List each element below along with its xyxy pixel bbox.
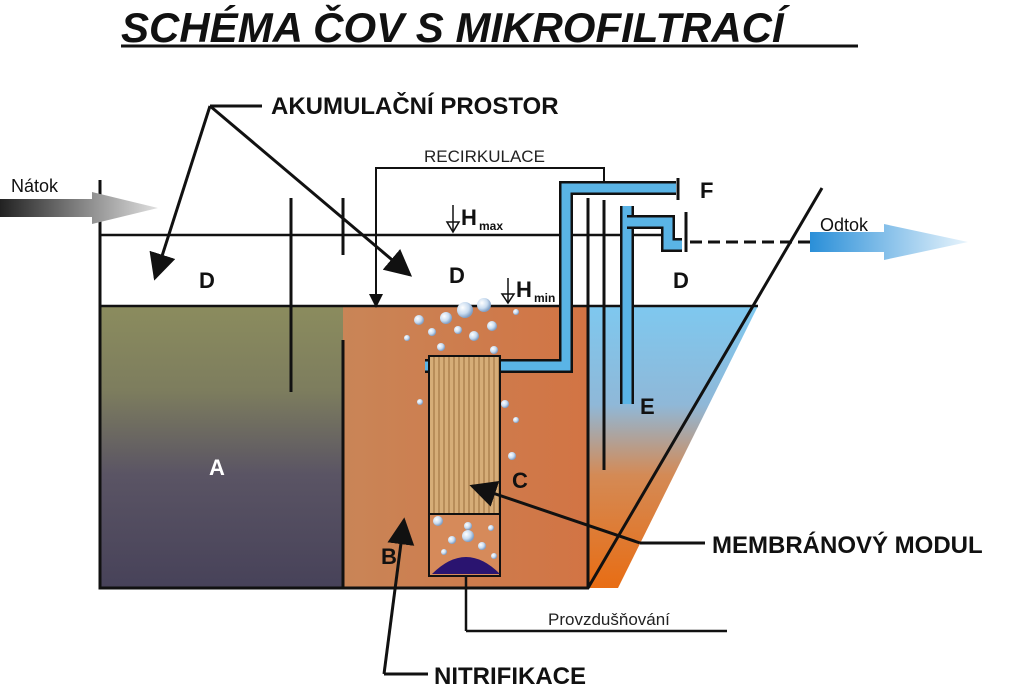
zone-d-middle: D	[449, 263, 465, 288]
pointer-akumulace-right	[209, 104, 413, 277]
recirculation-label: RECIRKULACE	[424, 147, 545, 166]
recirculation-arrow-head	[369, 294, 383, 308]
zone-a: A	[209, 455, 225, 480]
inflow-label: Nátok	[11, 176, 59, 196]
membrane-module	[428, 355, 501, 515]
zone-e: E	[640, 394, 655, 419]
air-bubbles	[404, 298, 519, 559]
zone-d-left: D	[199, 268, 215, 293]
level-marker-hmin: H min	[500, 277, 555, 305]
label-membranovy-modul: MEMBRÁNOVÝ MODUL	[712, 531, 983, 559]
recirculation-line	[375, 167, 605, 302]
svg-text:min: min	[534, 291, 555, 305]
diffuser	[432, 557, 500, 574]
outlet-elbow	[627, 217, 682, 250]
level-marker-hmax: H max	[445, 205, 503, 234]
zone-c: C	[512, 468, 528, 493]
zone-d-right: D	[673, 268, 689, 293]
svg-text:max: max	[479, 219, 503, 233]
label-nitrifikace: NITRIFIKACE	[434, 663, 586, 688]
pointer-membrane	[469, 481, 641, 545]
label-provzdusnovani: Provzdušňování	[548, 610, 670, 629]
page-title: SCHÉMA ČOV S MIKROFILTRACÍ	[121, 3, 790, 51]
zone-f: F	[700, 178, 713, 203]
pointer-akumulace-left	[149, 105, 212, 281]
label-akumulacni-prostor: AKUMULAČNÍ PROSTOR	[271, 92, 559, 120]
zone-b: B	[381, 544, 397, 569]
svg-text:H: H	[516, 277, 532, 302]
inflow-arrow	[0, 192, 158, 224]
svg-text:H: H	[461, 205, 477, 230]
outflow-arrow	[810, 224, 968, 260]
pointer-nitrifikace	[382, 517, 415, 675]
outflow-label: Odtok	[820, 215, 869, 235]
tank-a-fill	[100, 306, 343, 588]
